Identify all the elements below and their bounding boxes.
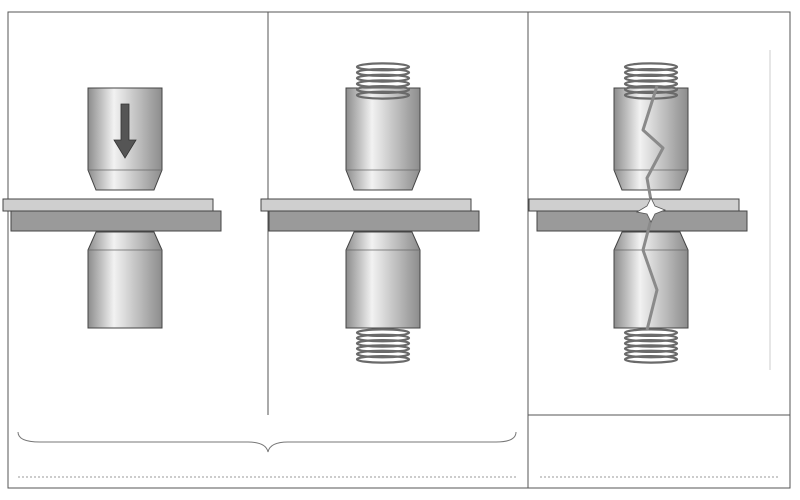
- spring-coil: [623, 333, 679, 343]
- spring-coil: [623, 67, 679, 78]
- upper-sheet: [528, 198, 740, 212]
- upper-sheet: [260, 198, 472, 212]
- spring-coil: [355, 62, 411, 72]
- current-path: [641, 85, 665, 331]
- spring-coil: [623, 79, 679, 89]
- panel-press-stage: [2, 87, 222, 329]
- bottom-electrode: [345, 231, 421, 329]
- spring-coil: [355, 90, 411, 100]
- spring-coil: [623, 73, 679, 83]
- spring-coil: [623, 62, 679, 72]
- bottom-spring: [623, 328, 679, 364]
- outer-border: [7, 11, 791, 489]
- spring-coil: [355, 349, 411, 359]
- top-spring: [355, 62, 411, 100]
- panel-spring-stage: [260, 62, 480, 364]
- top-spring: [623, 62, 679, 100]
- spring-coil: [355, 84, 411, 95]
- top-electrode: [345, 87, 421, 191]
- weld-spark-icon: [635, 197, 667, 223]
- lower-sheet: [268, 210, 480, 232]
- bottom-electrode: [87, 231, 163, 329]
- down-arrow-icon: [113, 103, 137, 159]
- spring-coil: [623, 349, 679, 359]
- grouping-brace: [17, 431, 517, 453]
- spring-coil: [623, 354, 679, 364]
- spring-coil: [355, 73, 411, 83]
- panel-weld-stage: [528, 62, 748, 364]
- spring-coil: [623, 90, 679, 100]
- lower-sheet: [536, 210, 748, 232]
- upper-sheet: [2, 198, 214, 212]
- spring-coil: [623, 84, 679, 95]
- spring-coil: [623, 328, 679, 338]
- spring-coil: [623, 344, 679, 354]
- lower-sheet: [10, 210, 222, 232]
- spring-coil: [355, 79, 411, 89]
- spring-coil: [355, 333, 411, 343]
- spring-coil: [355, 67, 411, 78]
- diagram-frame: [7, 11, 791, 489]
- spring-coil: [623, 338, 679, 348]
- spring-coil: [355, 338, 411, 348]
- spring-coil: [355, 328, 411, 338]
- spring-coil: [355, 344, 411, 354]
- bottom-spring: [355, 328, 411, 364]
- spring-coil: [355, 354, 411, 364]
